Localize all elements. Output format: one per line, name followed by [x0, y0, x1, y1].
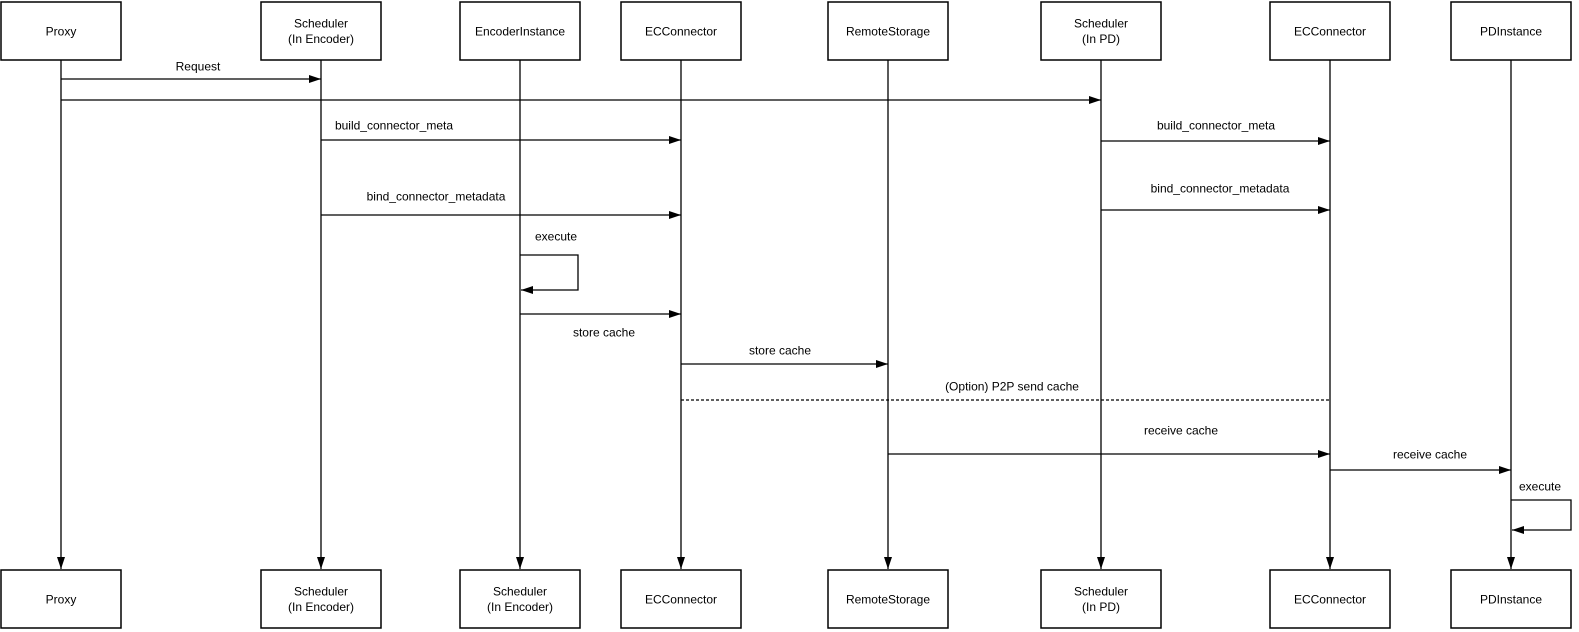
- message-self-line-6-encoder-instance: [520, 254, 579, 294]
- message-label-11: receive cache: [1393, 447, 1467, 461]
- message-label-4: bind_connector_metadata: [367, 189, 506, 203]
- participant-top-box-encoder-instance: [459, 1, 581, 61]
- participant-top-box-scheduler-in-encoder: [260, 1, 382, 61]
- participant-bottom-box-scheduler-in-encoder: [260, 569, 382, 629]
- participant-bottom-box-scheduler-in-pd: [1040, 569, 1162, 629]
- message-label-6: execute: [535, 229, 577, 243]
- participant-bottom-label-ec-connector-pd: ECConnector: [1294, 592, 1366, 606]
- participant-top-label-pd-instance: PDInstance: [1480, 24, 1542, 38]
- participant-bottom-box-proxy: [0, 569, 122, 629]
- message-label-8: store cache: [749, 343, 811, 357]
- participant-bottom-box-ec-connector-pd: [1269, 569, 1391, 629]
- message-label-0: Request: [176, 59, 221, 73]
- message-label-3: build_connector_meta: [1157, 118, 1275, 132]
- participant-top-label-encoder-instance: EncoderInstance: [475, 24, 565, 38]
- participant-top-box-remote-storage: [827, 1, 949, 61]
- participant-top-box-pd-instance: [1450, 1, 1572, 61]
- participant-top-label-ec-connector-pd: ECConnector: [1294, 24, 1366, 38]
- message-label-7: store cache: [573, 325, 635, 339]
- message-label-12: execute: [1519, 479, 1561, 493]
- participant-bottom-label-pd-instance: PDInstance: [1480, 592, 1542, 606]
- participant-bottom-box-encoder-instance: [459, 569, 581, 629]
- message-label-2: build_connector_meta: [335, 118, 453, 132]
- participant-top-label-scheduler-in-pd: Scheduler(In PD): [1074, 17, 1128, 47]
- message-self-line-12-pd-instance: [1511, 499, 1572, 534]
- participant-top-label-scheduler-in-encoder: Scheduler(In Encoder): [288, 17, 354, 47]
- participant-bottom-label-remote-storage: RemoteStorage: [846, 592, 930, 606]
- participant-bottom-box-remote-storage: [827, 569, 949, 629]
- message-label-5: bind_connector_metadata: [1151, 181, 1290, 195]
- participant-bottom-label-proxy: Proxy: [46, 592, 77, 606]
- participant-bottom-label-encoder-instance: Scheduler(In Encoder): [487, 585, 553, 615]
- participant-bottom-label-scheduler-in-pd: Scheduler(In PD): [1074, 585, 1128, 615]
- participant-top-label-ec-connector-encoder: ECConnector: [645, 24, 717, 38]
- participant-bottom-label-scheduler-in-encoder: Scheduler(In Encoder): [288, 585, 354, 615]
- participant-top-box-ec-connector-encoder: [620, 1, 742, 61]
- participant-bottom-box-ec-connector-encoder: [620, 569, 742, 629]
- participant-bottom-box-pd-instance: [1450, 569, 1572, 629]
- participant-top-label-proxy: Proxy: [46, 24, 77, 38]
- participant-top-box-proxy: [0, 1, 122, 61]
- message-label-9: (Option) P2P send cache: [945, 379, 1079, 393]
- participant-top-box-ec-connector-pd: [1269, 1, 1391, 61]
- participant-bottom-label-ec-connector-encoder: ECConnector: [645, 592, 717, 606]
- message-label-10: receive cache: [1144, 423, 1218, 437]
- participant-top-box-scheduler-in-pd: [1040, 1, 1162, 61]
- participant-top-label-remote-storage: RemoteStorage: [846, 24, 930, 38]
